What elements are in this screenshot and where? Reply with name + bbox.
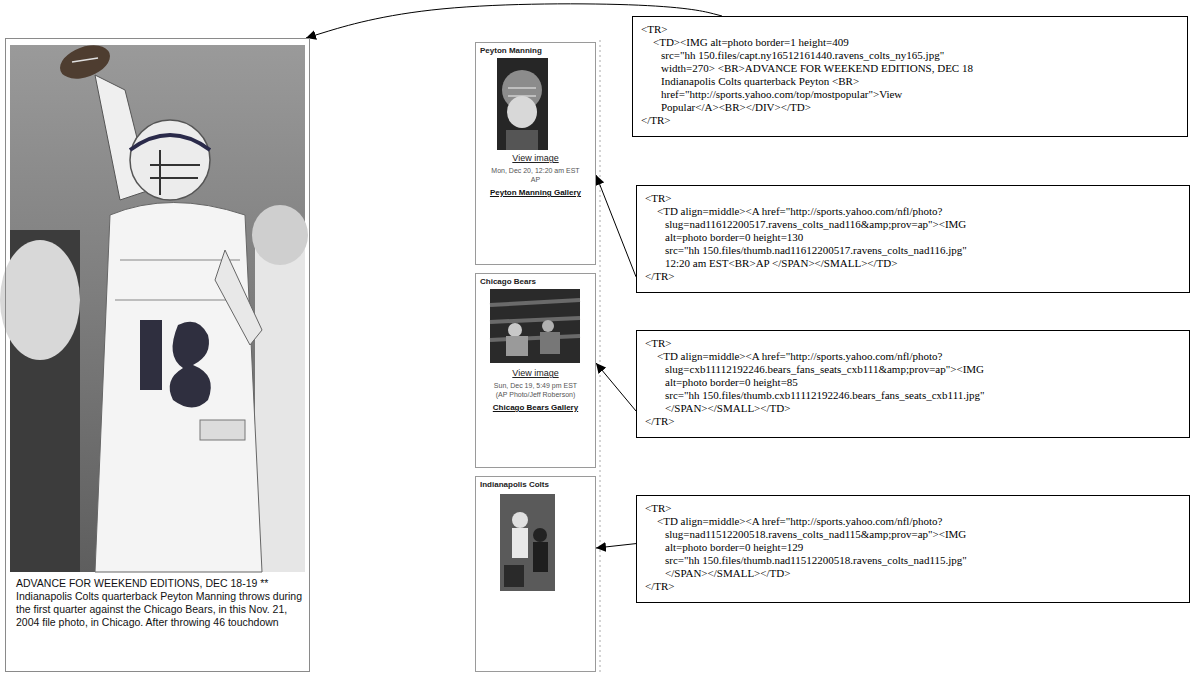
code-line: <TR> <box>645 192 1181 205</box>
code-line: href="http://sports.yahoo.com/top/mostpo… <box>661 88 1179 101</box>
photo-credit: (AP Photo/Jeff Roberson) <box>480 390 591 399</box>
arrow-connector <box>596 544 636 548</box>
column-divider <box>600 40 601 672</box>
html-code-box: <TR><TD align=middle><A href="http://spo… <box>636 330 1190 438</box>
code-line: <TD align=middle><A href="http://sports.… <box>657 515 1181 528</box>
code-line: width=270> <BR>ADVANCE FOR WEEKEND EDITI… <box>661 62 1179 75</box>
gallery-link: Peyton Manning Gallery <box>480 188 591 198</box>
html-code-box: <TR><TD><IMG alt=photo border=1 height=4… <box>632 16 1188 137</box>
photo-credit: AP <box>480 175 591 184</box>
panel-title: Indianapolis Colts <box>480 480 591 490</box>
code-line: </TR> <box>645 415 1181 428</box>
arrow-connector <box>596 363 636 411</box>
code-line: <TR> <box>641 23 1179 36</box>
photo-date: Sun, Dec 19, 5:49 pm EST <box>480 381 591 390</box>
code-line: <TR> <box>645 337 1181 350</box>
code-line: alt=photo border=0 height=85 <box>665 376 1181 389</box>
code-line: 12:20 am EST<BR>AP </SPAN></SMALL></TD> <box>665 257 1181 270</box>
code-line: slug=cxb11112192246.bears_fans_seats_cxb… <box>665 363 1181 376</box>
code-line: alt=photo border=0 height=129 <box>665 541 1181 554</box>
panel-title: Chicago Bears <box>480 277 591 287</box>
code-line: slug=nad11612200517.ravens_colts_nad116&… <box>665 218 1181 231</box>
code-line: src="hh 150.files/thumb.nad11512200518.r… <box>665 554 1181 567</box>
code-line: </SPAN></SMALL></TD> <box>665 402 1181 415</box>
code-line: <TD><IMG alt=photo border=1 height=409 <box>653 36 1179 49</box>
code-line: </TR> <box>645 580 1181 593</box>
code-line: </SPAN></SMALL></TD> <box>665 567 1181 580</box>
photo-date: Mon, Dec 20, 12:20 am EST <box>480 166 591 175</box>
screenshot-panel: ADVANCE FOR WEEKEND EDITIONS, DEC 18-19 … <box>5 38 310 672</box>
panel-title: Peyton Manning <box>480 46 591 56</box>
code-line: src="hh 150.files/thumb.cxb11112192246.b… <box>665 389 1181 402</box>
code-line: src="hh 150.files/thumb.nad11612200517.r… <box>665 244 1181 257</box>
view-image-link: View image <box>480 368 591 379</box>
code-line: </TR> <box>641 114 1179 127</box>
thumbnail-photo <box>497 58 548 150</box>
code-line: alt=photo border=0 height=130 <box>665 231 1181 244</box>
thumbnail-panel: Peyton ManningView imageMon, Dec 20, 12:… <box>475 42 596 265</box>
photo-caption: ADVANCE FOR WEEKEND EDITIONS, DEC 18-19 … <box>16 577 304 629</box>
arrow-connector <box>596 175 636 277</box>
code-line: Indianapolis Colts quarterback Peyton <B… <box>661 75 1179 88</box>
code-line: <TD align=middle><A href="http://sports.… <box>657 350 1181 363</box>
thumbnail-panel: Indianapolis Colts <box>475 476 596 672</box>
code-line: <TD align=middle><A href="http://sports.… <box>657 205 1181 218</box>
view-image-link: View image <box>480 153 591 164</box>
html-code-box: <TR><TD align=middle><A href="http://spo… <box>636 185 1190 293</box>
code-line: src="hh 150.files/capt.ny16512161440.rav… <box>661 49 1179 62</box>
code-line: slug=nad11512200518.ravens_colts_nad115&… <box>665 528 1181 541</box>
html-code-box: <TR><TD align=middle><A href="http://spo… <box>636 495 1190 603</box>
thumbnail-panel: Chicago BearsView imageSun, Dec 19, 5:49… <box>475 273 596 468</box>
main-photo <box>0 39 308 572</box>
thumbnail-photo <box>500 494 555 591</box>
code-line: <TR> <box>645 502 1181 515</box>
code-line: Popular</A><BR></DIV></TD> <box>661 101 1179 114</box>
thumbnail-photo <box>490 289 580 363</box>
gallery-link: Chicago Bears Gallery <box>480 403 591 413</box>
code-line: </TR> <box>645 270 1181 283</box>
